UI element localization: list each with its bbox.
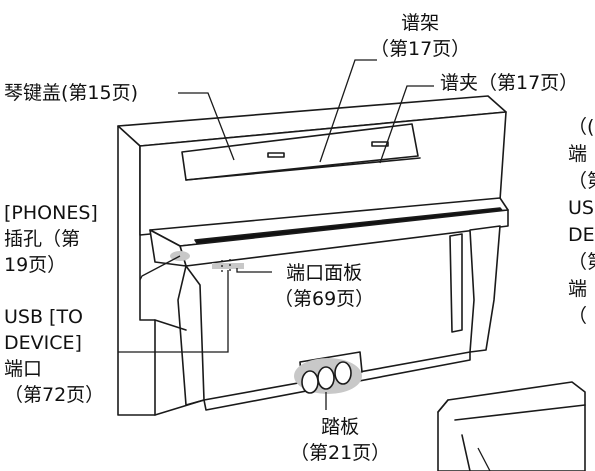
leader-port-panel — [236, 268, 272, 273]
leader-key-cover — [178, 92, 235, 161]
music-clip-label: 谱夹（第17页） — [440, 72, 579, 94]
piano-left-leg — [177, 265, 205, 406]
leader-music-rest — [319, 59, 377, 163]
pedal-left — [301, 370, 319, 394]
leader-usb — [118, 270, 229, 353]
leader-music-clip — [379, 85, 434, 164]
music-rest — [181, 123, 419, 181]
right-cutoff-labels: （( 端 （第 USB DE （第 端 （ — [568, 116, 595, 327]
pedals-label: 踏板 （第21页） — [290, 416, 391, 464]
music-rest-label: 谱架 （第17页） — [370, 12, 471, 60]
key-cover-label: 琴键盖(第15页) — [4, 82, 139, 104]
leader-phones — [139, 255, 181, 281]
pedal-middle — [317, 366, 335, 390]
piano-right-leg — [469, 225, 501, 353]
pedal-right — [334, 361, 352, 385]
inset-back-view — [437, 381, 586, 471]
music-clip-left — [267, 152, 285, 158]
port-panel-label: 端口面板 （第69页） — [274, 262, 375, 310]
usb-to-device-label: USB [TO DEVICE] 端口 （第72页） — [4, 306, 105, 406]
leader-inset — [477, 447, 491, 471]
music-clip-right — [371, 141, 389, 147]
port-panel-highlight — [212, 263, 244, 269]
phones-jack-label: [PHONES] 插孔（第 19页） — [4, 202, 98, 276]
